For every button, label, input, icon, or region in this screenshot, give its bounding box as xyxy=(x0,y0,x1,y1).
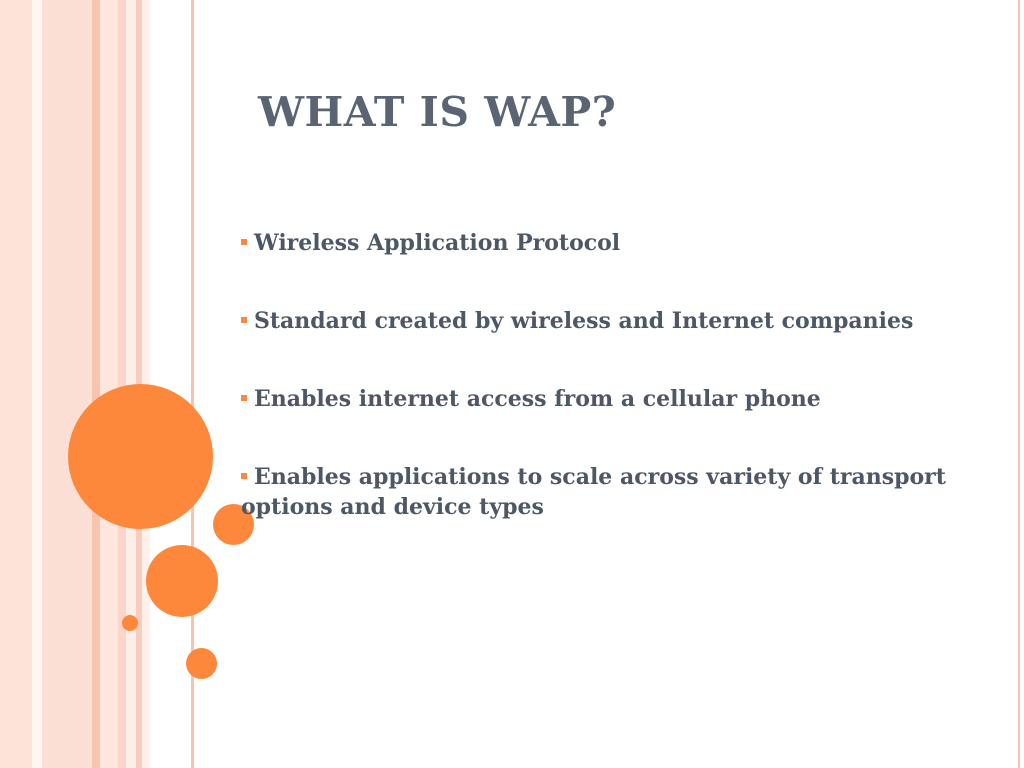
decorative-stripe xyxy=(0,0,32,768)
square-bullet-icon xyxy=(241,239,247,245)
decorative-divider-line xyxy=(191,0,194,768)
bullet-text: Enables applications to scale across var… xyxy=(241,464,946,520)
bullet-item: Enables internet access from a cellular … xyxy=(241,384,981,414)
bullet-item: Standard created by wireless and Interne… xyxy=(241,306,981,336)
square-bullet-icon xyxy=(241,395,247,401)
slide-title: WHAT IS WAP? xyxy=(258,88,617,136)
bullet-item: Enables applications to scale across var… xyxy=(241,462,981,522)
bullet-text: Wireless Application Protocol xyxy=(254,230,621,256)
decorative-stripe xyxy=(42,0,92,768)
bullet-text: Enables internet access from a cellular … xyxy=(254,386,821,412)
decorative-circle-large xyxy=(68,384,213,529)
decorative-circle-tiny xyxy=(122,615,138,631)
bullet-text: Standard created by wireless and Interne… xyxy=(254,308,914,334)
decorative-stripe xyxy=(118,0,126,768)
bullet-item: Wireless Application Protocol xyxy=(241,228,981,258)
decorative-circle-medium xyxy=(146,545,218,617)
decorative-stripe xyxy=(32,0,42,768)
square-bullet-icon xyxy=(241,317,247,323)
square-bullet-icon xyxy=(241,473,247,479)
decorative-circle-small xyxy=(213,504,254,545)
decorative-border-line xyxy=(1018,0,1020,768)
decorative-stripe xyxy=(92,0,100,768)
decorative-stripe xyxy=(100,0,118,768)
decorative-circle-small xyxy=(186,648,217,679)
bullet-list: Wireless Application Protocol Standard c… xyxy=(241,228,981,570)
